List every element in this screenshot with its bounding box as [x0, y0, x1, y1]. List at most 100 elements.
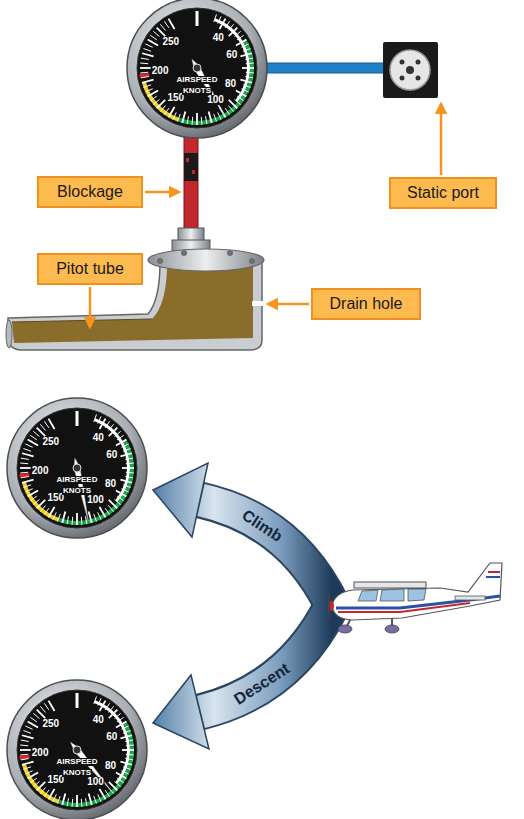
callout-box: Static port: [389, 177, 497, 209]
dial-tick: [89, 511, 92, 523]
dial-tick: [218, 16, 221, 23]
dial-tick: [235, 31, 241, 36]
dial-tick: [22, 453, 34, 456]
dial-tick: [58, 514, 61, 522]
dial-tick: [246, 72, 254, 74]
callout-box: Drain hole: [311, 288, 421, 320]
dial-tick: [86, 516, 87, 524]
dial-tick: [196, 11, 199, 26]
dial-tick: [246, 63, 254, 65]
dial-tick: [100, 507, 106, 517]
dial-tick: [23, 485, 31, 488]
dial-tick: [242, 67, 254, 69]
dial-tick: [206, 116, 207, 124]
dial-tick: [49, 507, 55, 517]
dial-tick: [115, 713, 121, 718]
dial-marking: 200: [31, 748, 50, 758]
dial-tick: [67, 516, 68, 524]
dial-tick: [214, 114, 217, 122]
dial-tick: [108, 506, 113, 512]
dial-tick: [33, 713, 39, 718]
airspeed-indicator: [7, 398, 147, 538]
dial-tick: [145, 89, 152, 92]
dial-tick: [237, 35, 244, 40]
dial-tick: [30, 778, 37, 783]
dial-tick: [28, 440, 38, 446]
dial-tick: [62, 793, 65, 805]
callout-box: Blockage: [37, 176, 143, 208]
dial-tick: [116, 722, 126, 728]
dial-tick: [22, 735, 34, 738]
dial-tick: [160, 24, 165, 30]
airplane: [385, 625, 399, 633]
dial-tick: [98, 416, 101, 423]
motion-arrows: [153, 463, 208, 537]
dial-tick: [21, 759, 29, 760]
motion-arrows: [201, 605, 332, 712]
dial-marking: AIRSPEED: [56, 758, 99, 766]
dial-marking: 250: [41, 719, 60, 729]
airspeed-indicator: [127, 0, 267, 138]
dial-tick: [126, 754, 134, 756]
dial-tick: [164, 21, 169, 28]
dial-tick: [241, 44, 248, 47]
dial-tick: [98, 794, 101, 801]
dial-tick: [214, 14, 217, 22]
dial-tick: [241, 89, 248, 92]
static-port: [416, 60, 421, 65]
dial-tick: [25, 771, 32, 774]
dial-tick: [143, 85, 151, 88]
dial-tick: [192, 117, 194, 125]
dial-marking: 100: [206, 95, 225, 105]
pitot-tube-body: [227, 250, 233, 256]
dial-tick: [20, 463, 28, 465]
dial-tick: [120, 735, 132, 738]
pitot-line: [186, 158, 189, 162]
airplane: [332, 563, 502, 620]
static-port: [383, 42, 438, 98]
callout-label: Drain hole: [330, 295, 403, 313]
motion-arrows: [153, 675, 209, 749]
dial-tick: [160, 106, 165, 112]
dial-tick: [20, 754, 28, 756]
dial-tick: [28, 491, 38, 497]
dial-tick: [94, 414, 97, 422]
motion-label: Climb: [239, 507, 285, 545]
dial-tick: [228, 24, 233, 30]
dial-marking: 40: [92, 433, 105, 443]
dial-tick: [30, 435, 37, 440]
dial-marking: 60: [105, 732, 118, 742]
dial-marking: 200: [31, 466, 50, 476]
dial-tick: [76, 693, 79, 708]
dial-tick: [98, 512, 101, 519]
dial-tick: [243, 85, 251, 88]
speed-arc: [214, 18, 250, 102]
dial-tick: [122, 749, 134, 751]
dial-tick: [53, 794, 56, 801]
dial-tick: [196, 113, 198, 125]
dial-tick: [25, 444, 32, 447]
dial-tick: [81, 517, 83, 525]
dial-tick: [117, 435, 124, 440]
airplane: [328, 563, 502, 633]
callout-label: Pitot tube: [56, 260, 124, 278]
dial-tick: [33, 499, 39, 504]
dial-tick: [145, 44, 152, 47]
dial-tick: [40, 506, 45, 512]
gauge-bezel: [127, 0, 267, 138]
dial-tick: [76, 411, 79, 426]
airplane: [455, 596, 485, 600]
dial-tick: [126, 745, 134, 747]
dial-tick: [49, 789, 55, 799]
dial-tick: [62, 511, 65, 523]
gauge-face: [17, 408, 137, 528]
dial-tick: [105, 421, 110, 428]
pitot-line: [184, 132, 198, 230]
dial-tick: [105, 703, 110, 710]
callout-label: Blockage: [57, 183, 123, 201]
dial-tick: [140, 72, 148, 74]
dial-tick: [235, 99, 241, 104]
dial-tick: [209, 111, 212, 123]
dial-tick: [121, 489, 128, 492]
dial-tick: [25, 726, 32, 729]
